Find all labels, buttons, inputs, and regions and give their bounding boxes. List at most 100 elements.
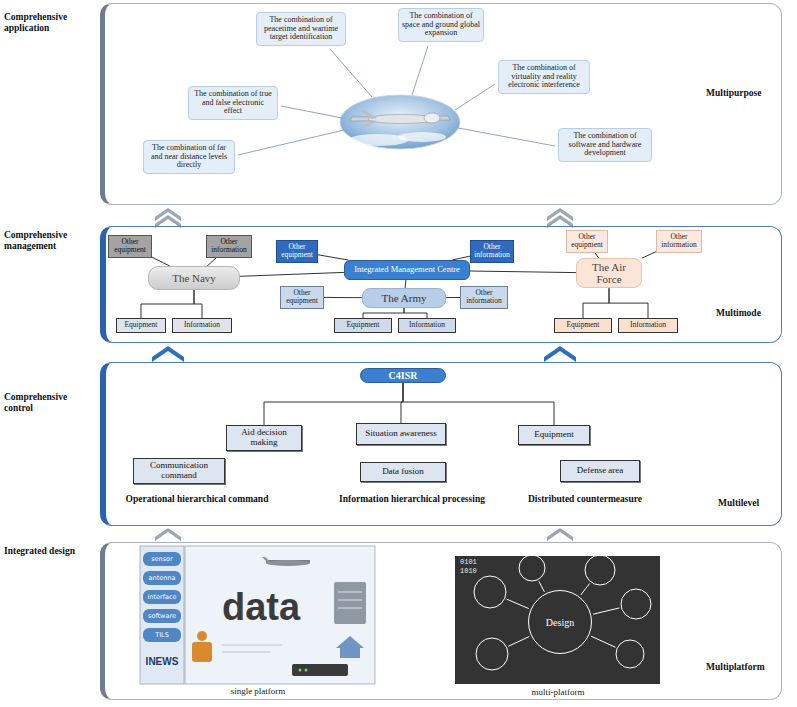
navy-resource-box: Other equipment — [108, 235, 152, 258]
centre-resource-box: Other information — [470, 240, 514, 263]
box-text: Aid decision making — [230, 428, 298, 448]
control-box: Equipment — [518, 425, 590, 445]
airforce-leaf-box: Information — [618, 318, 678, 333]
connector-line — [207, 258, 216, 267]
connector-line — [609, 288, 648, 318]
picture-caption: single platform — [198, 686, 318, 696]
box-text: Other information — [210, 238, 248, 255]
box-text: The combination of far and near distance… — [147, 144, 231, 170]
box-text: Other equipment — [112, 238, 148, 255]
callout-box: The combination of true and false electr… — [188, 86, 278, 120]
layer-band: Integrated designMultiplatformDesign — [100, 542, 782, 700]
box-text: The Army — [382, 292, 427, 304]
management-centre-box: Integrated Management Centre — [344, 260, 470, 280]
navy-leaf-box: Equipment — [116, 318, 166, 333]
box-text: The Navy — [172, 272, 216, 284]
control-box: Communication command — [133, 458, 225, 484]
layer-tag: Multilevel — [718, 498, 778, 509]
box-text: Defense area — [577, 466, 624, 476]
connector-line — [152, 257, 170, 266]
box-text: The combination of software and hardware… — [562, 132, 648, 158]
connector-line — [363, 308, 404, 318]
navy-box: The Navy — [148, 266, 240, 290]
binary-digits: 0101 — [460, 559, 484, 566]
word-art: data — [222, 588, 322, 626]
box-text: The combination of peacetime and wartime… — [260, 16, 342, 42]
layer-chevrons — [152, 208, 576, 541]
box-text: Other information — [464, 289, 504, 306]
box-text: The Air Force — [580, 261, 638, 285]
box-text: Other information — [474, 243, 510, 260]
box-text: Information — [184, 321, 220, 329]
navy-resource-box: Other information — [206, 235, 252, 258]
callout-box: The combination of virtuality and realit… — [498, 60, 590, 94]
airforce-resource-box: Other information — [656, 230, 702, 253]
box-text: The combination of space and ground glob… — [402, 12, 480, 38]
connector-line — [403, 383, 554, 425]
design-circle: Design — [528, 590, 592, 654]
army-resource-box: Other equipment — [280, 286, 324, 309]
army-leaf-box: Information — [398, 318, 456, 333]
single-platform-picture — [140, 546, 375, 684]
box-text: The combination of true and false electr… — [192, 90, 274, 116]
column-caption: Information hierarchical processing — [322, 494, 502, 505]
box-text: Design — [546, 617, 574, 628]
connector-line — [446, 297, 460, 298]
box-text: Data fusion — [382, 467, 424, 477]
layer-heading: Comprehensive control — [4, 392, 96, 414]
army-resource-box: Other information — [460, 286, 508, 309]
army-leaf-box: Equipment — [334, 318, 392, 333]
layer-tag: Multimode — [716, 308, 778, 319]
connector-line — [141, 290, 194, 318]
connector-line — [401, 383, 403, 423]
menu-button: software — [143, 609, 181, 623]
connector-line — [264, 383, 403, 425]
menu-button: sensor — [143, 552, 181, 566]
layer-band: Comprehensive managementMultimodeOther e… — [100, 226, 782, 343]
airforce-resource-box: Other equipment — [566, 230, 608, 253]
box-text: Other equipment — [570, 233, 604, 250]
connector-line — [642, 252, 656, 258]
box-text: Other equipment — [280, 243, 314, 260]
connector-line — [583, 288, 609, 318]
menu-button: TILS — [143, 628, 181, 642]
box-text: Communication command — [137, 461, 221, 481]
box-text: Other equipment — [284, 289, 320, 306]
box-text: The combination of virtuality and realit… — [502, 64, 586, 90]
box-text: Equipment — [125, 321, 158, 329]
connector-line — [318, 255, 348, 260]
callout-box: The combination of peacetime and wartime… — [256, 12, 346, 46]
layer-tag: Multipurpose — [706, 88, 776, 99]
box-text: Integrated Management Centre — [354, 265, 460, 274]
menu-button: antenna — [143, 571, 181, 585]
multi-platform-picture — [455, 555, 660, 684]
layer-band: Comprehensive applicationMultipurposeThe… — [100, 3, 782, 205]
connector-line — [194, 290, 202, 318]
connector-line — [470, 271, 576, 273]
layer-tag: Multiplatform — [706, 662, 776, 673]
callout-box: The combination of space and ground glob… — [398, 8, 484, 42]
callout-box: The combination of software and hardware… — [558, 128, 652, 162]
box-text: Situation awareness — [365, 429, 437, 439]
control-box: Defense area — [560, 460, 640, 482]
picture-caption: multi-platform — [498, 687, 618, 697]
box-text: Equipment — [567, 321, 600, 329]
navy-leaf-box: Information — [172, 318, 232, 333]
uav-picture — [340, 95, 460, 149]
layer-heading: Comprehensive application — [4, 12, 96, 34]
connector-line — [404, 308, 427, 318]
box-text: Equipment — [347, 321, 380, 329]
control-box: Aid decision making — [226, 425, 302, 451]
connector-line — [324, 297, 362, 298]
airforce-box: The Air Force — [576, 258, 642, 288]
layer-heading: Comprehensive management — [4, 230, 96, 252]
airforce-leaf-box: Equipment — [554, 318, 612, 333]
band-frame — [100, 542, 782, 700]
menu-button: interface — [143, 590, 181, 604]
connector-line — [240, 272, 344, 276]
connector-line — [405, 280, 407, 288]
system-name: INEWS — [143, 656, 181, 668]
box-text: C4ISR — [389, 370, 418, 381]
